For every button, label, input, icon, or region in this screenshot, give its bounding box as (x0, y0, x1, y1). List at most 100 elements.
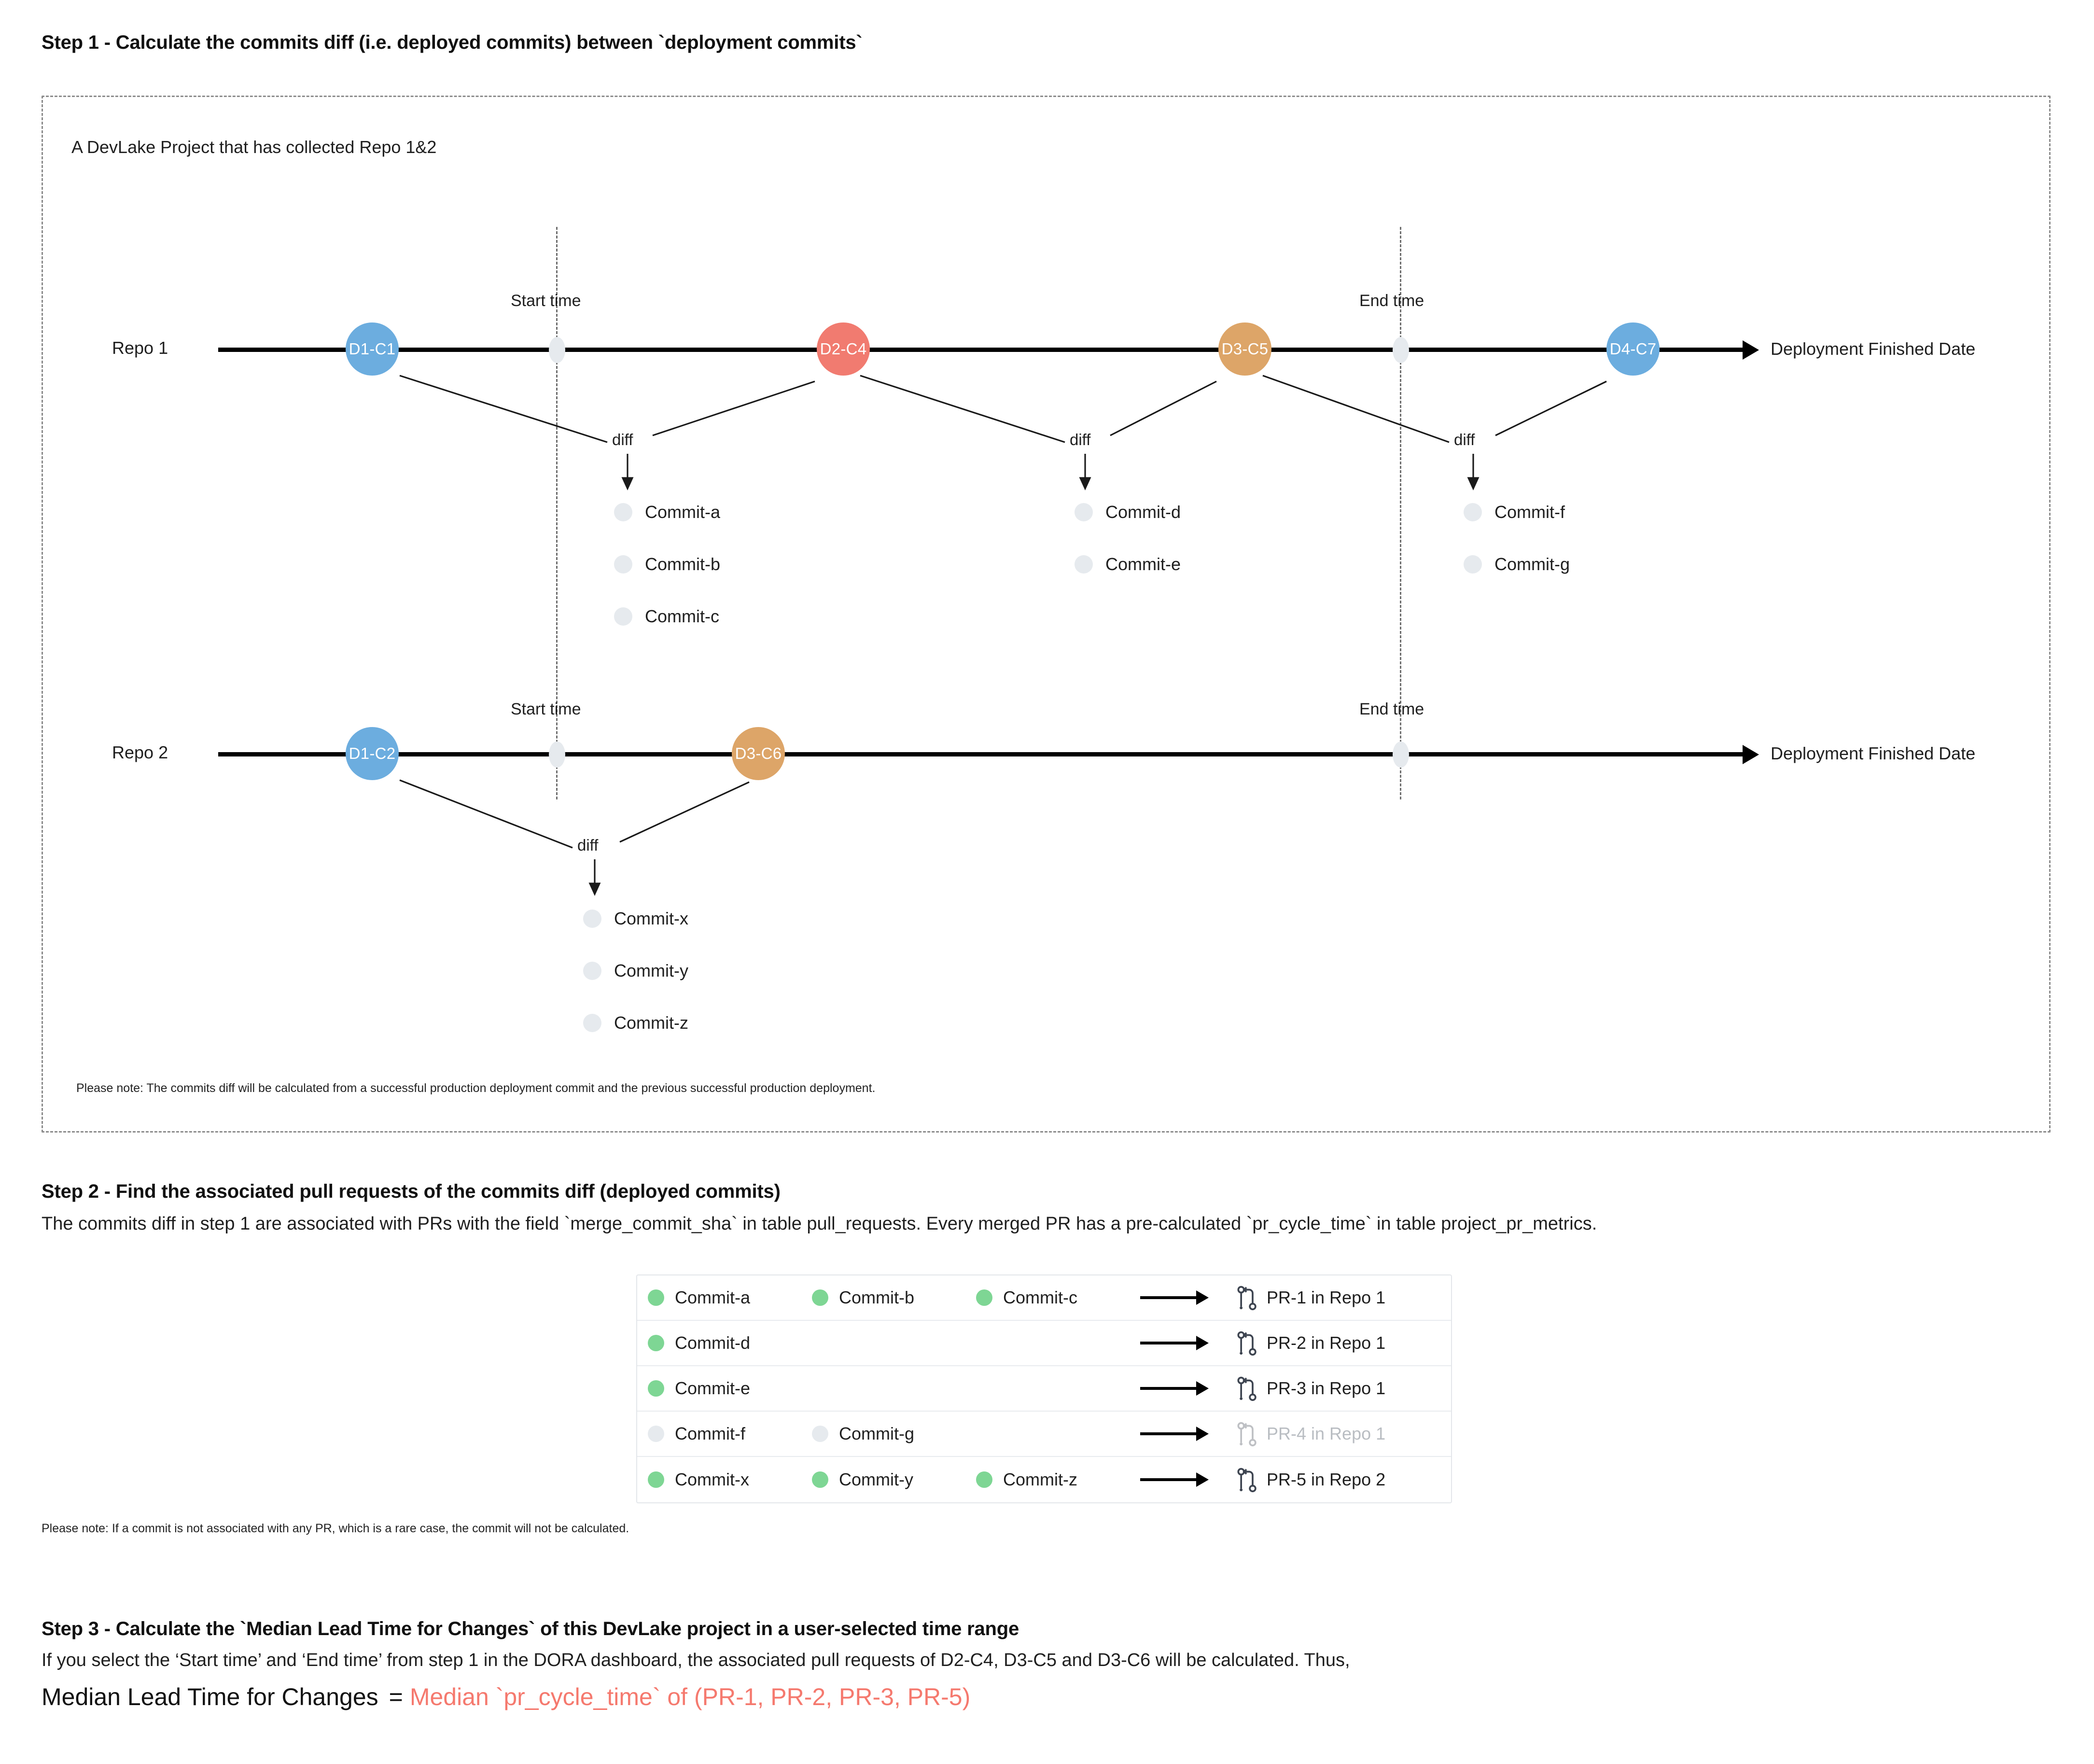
deployment-node-d3-c5[interactable]: D3-C5 (1218, 322, 1271, 376)
commit-label: Commit-e (675, 1378, 751, 1398)
repo2-axis-arrowhead (1743, 745, 1759, 764)
commit-label: Commit-c (645, 606, 719, 626)
repo2-start-time-marker (549, 742, 565, 768)
row-commits: Commit-e (648, 1378, 1140, 1399)
commit-label: Commit-f (1494, 502, 1565, 522)
commit-list-item: Commit-x (583, 909, 688, 929)
maps-to-arrow-icon (1140, 1336, 1237, 1350)
formula-left-side: Median Lead Time for Changes (42, 1683, 378, 1710)
commit-chip: Commit-c (976, 1288, 1140, 1308)
commit-list-item: Commit-d (1075, 502, 1181, 522)
commit-dot-icon (648, 1335, 664, 1351)
row-pull-request[interactable]: PR-4 in Repo 1 (1237, 1421, 1440, 1446)
step1-note: Please note: The commits diff will be ca… (76, 1081, 876, 1095)
commit-chip: Commit-g (812, 1424, 976, 1444)
deployment-node-d2-c4[interactable]: D2-C4 (817, 322, 870, 376)
table-row[interactable]: Commit-a Commit-b Commit-c (637, 1275, 1451, 1321)
deployment-node-d4-c7[interactable]: D4-C7 (1606, 322, 1660, 376)
pr-label: PR-5 in Repo 2 (1267, 1470, 1386, 1489)
row-pull-request[interactable]: PR-3 in Repo 1 (1237, 1376, 1440, 1401)
repo1-start-time-marker (549, 337, 565, 363)
commit-dot-icon (614, 607, 632, 626)
step3-title: Step 3 - Calculate the `Median Lead Time… (42, 1618, 1019, 1639)
step2-paragraph: The commits diff in step 1 are associate… (42, 1214, 1597, 1234)
repo2-start-time-line (556, 635, 558, 799)
repo2-end-time-line (1400, 635, 1401, 799)
deployment-node-label: D1-C1 (349, 340, 396, 358)
maps-to-arrow-icon (1140, 1381, 1237, 1396)
commit-chip: Commit-y (812, 1470, 976, 1490)
repo1-axis-line (218, 348, 1744, 352)
pull-request-icon (1237, 1468, 1256, 1492)
commit-label: Commit-a (645, 502, 721, 522)
row-commits: Commit-f Commit-g (648, 1424, 1140, 1444)
commit-list-item: Commit-z (583, 1013, 688, 1033)
commit-dot-icon (976, 1471, 992, 1488)
deployment-node-label: D4-C7 (1609, 340, 1657, 358)
row-commits: Commit-d (648, 1333, 1140, 1353)
pr-label: PR-4 in Repo 1 (1267, 1424, 1386, 1443)
project-caption: A DevLake Project that has collected Rep… (71, 137, 437, 157)
commit-chip: Commit-d (648, 1333, 812, 1353)
deployment-node-label: D3-C6 (735, 744, 782, 762)
commit-label: Commit-z (614, 1013, 688, 1033)
step1-title: Step 1 - Calculate the commits diff (i.e… (42, 32, 863, 53)
repo2-diff-1-label: diff (577, 836, 599, 854)
commit-list-item: Commit-a (614, 502, 720, 522)
deployment-node-d3-c6[interactable]: D3-C6 (732, 727, 785, 780)
deployment-node-d1-c2[interactable]: D1-C2 (346, 727, 399, 780)
repo2-label: Repo 2 (112, 742, 168, 762)
commit-dot-icon (976, 1289, 992, 1306)
commit-label: Commit-c (1003, 1288, 1077, 1307)
maps-to-arrow-icon (1140, 1427, 1237, 1441)
commit-chip: Commit-a (648, 1288, 812, 1308)
row-pull-request[interactable]: PR-2 in Repo 1 (1237, 1330, 1440, 1356)
commit-label: Commit-f (675, 1424, 745, 1443)
deployment-node-label: D3-C5 (1221, 340, 1269, 358)
commit-label: Commit-g (1494, 554, 1570, 574)
formula-right-side: Median `pr_cycle_time` of (PR-1, PR-2, P… (409, 1683, 971, 1710)
commit-dot-icon (583, 910, 601, 928)
commit-dot-icon (648, 1426, 664, 1442)
repo2-axis-label: Deployment Finished Date (1771, 743, 1976, 763)
commit-dot-icon (812, 1426, 828, 1442)
deployment-node-d1-c1[interactable]: D1-C1 (346, 322, 399, 376)
commit-list-item: Commit-b (614, 554, 720, 574)
deployment-node-label: D2-C4 (820, 340, 867, 358)
commit-label: Commit-y (839, 1470, 913, 1489)
commit-list-item: Commit-e (1075, 554, 1181, 574)
commit-dot-icon (614, 555, 632, 574)
pr-label: PR-3 in Repo 1 (1267, 1378, 1386, 1398)
row-pull-request[interactable]: PR-5 in Repo 2 (1237, 1467, 1440, 1492)
repo2-end-time-marker (1393, 742, 1409, 768)
repo1-end-time-label: End time (1359, 292, 1424, 310)
step2-title: Step 2 - Find the associated pull reques… (42, 1181, 781, 1202)
commit-dot-icon (583, 962, 601, 980)
commit-dot-icon (648, 1380, 664, 1397)
deployment-node-label: D1-C2 (349, 744, 396, 762)
maps-to-arrow-icon (1140, 1290, 1237, 1305)
pull-request-icon (1237, 1422, 1256, 1446)
commit-label: Commit-b (645, 554, 721, 574)
repo1-end-time-marker (1393, 337, 1409, 363)
row-pull-request[interactable]: PR-1 in Repo 1 (1237, 1285, 1440, 1310)
commit-chip: Commit-x (648, 1470, 812, 1490)
repo1-diff-1-label: diff (612, 431, 633, 448)
table-row[interactable]: Commit-x Commit-y Commit-z (637, 1457, 1451, 1502)
repo1-start-time-label: Start time (511, 292, 581, 310)
table-row[interactable]: Commit-e PR-3 in Repo 1 (637, 1366, 1451, 1412)
commit-dot-icon (812, 1471, 828, 1488)
commit-list-item: Commit-g (1464, 554, 1570, 574)
commit-label: Commit-e (1105, 554, 1181, 574)
repo2-start-time-label: Start time (511, 700, 581, 718)
commit-dot-icon (1464, 555, 1482, 574)
commit-label: Commit-y (614, 961, 688, 980)
table-row[interactable]: Commit-f Commit-g PR-4 (637, 1412, 1451, 1457)
repo1-axis-label: Deployment Finished Date (1771, 339, 1976, 359)
commit-label: Commit-x (675, 1470, 749, 1489)
commit-to-pr-table: Commit-a Commit-b Commit-c (636, 1274, 1452, 1503)
table-row[interactable]: Commit-d PR-2 in Repo 1 (637, 1321, 1451, 1366)
commit-dot-icon (614, 503, 632, 521)
repo2-axis-line (218, 752, 1744, 756)
